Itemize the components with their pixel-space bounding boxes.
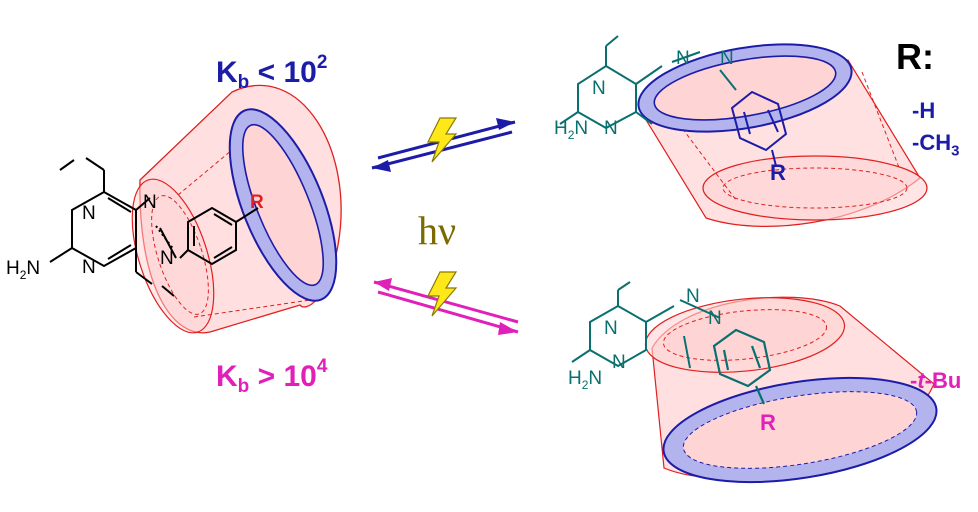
k-exponent: 4 xyxy=(316,356,328,377)
reverse-arrow-head xyxy=(372,160,391,172)
upper-right-molecule xyxy=(559,35,737,130)
substituent-heading: R: xyxy=(896,36,934,77)
lower-equilibrium-arrows xyxy=(373,278,519,335)
k-relation: > xyxy=(257,360,276,393)
left-r-label: R xyxy=(250,192,264,213)
cd-bottom-rim xyxy=(702,155,928,221)
k-relation: < xyxy=(257,56,276,89)
k-base: 10 xyxy=(283,360,317,393)
lower-right-r-label: R xyxy=(760,410,776,435)
lower-right-cyclodextrin xyxy=(644,296,938,484)
upper-right-r-label: R xyxy=(770,160,786,185)
upper-right-cyclodextrin xyxy=(637,43,928,227)
substituent-methyl: -CH3 xyxy=(912,130,960,160)
k-exponent: 2 xyxy=(316,52,328,73)
left-azo-molecule xyxy=(49,157,259,297)
k-subscript: b xyxy=(237,376,250,397)
lower-right-phenyl xyxy=(712,328,772,405)
lower-right-molecule xyxy=(571,281,721,369)
azo-n2: N xyxy=(160,248,174,269)
upper-binding-constant: Kb < 102 xyxy=(216,52,327,94)
substituent-tert-butyl: -t-Bu xyxy=(910,368,962,393)
cd-inner-dashed xyxy=(151,195,209,315)
ring-n-top: N xyxy=(82,203,96,224)
light-label: hν xyxy=(418,208,457,253)
forward-arrow-head xyxy=(496,118,515,130)
k-base: 10 xyxy=(283,56,317,89)
amine-group-upper: H2N xyxy=(554,118,589,142)
substituent-h: -H xyxy=(912,98,936,123)
amine-group: H2N xyxy=(6,258,41,282)
cd-narrow-rim xyxy=(131,178,215,334)
k-symbol: K xyxy=(216,56,238,89)
upper-right-phenyl xyxy=(730,90,788,167)
k-symbol: K xyxy=(216,360,238,393)
ring-n-bottom: N xyxy=(82,257,96,278)
azo-n1: N xyxy=(143,192,157,213)
left-cyclodextrin xyxy=(131,84,342,334)
amine-group-lower: H2N xyxy=(568,368,603,392)
lower-binding-constant: Kb > 104 xyxy=(216,356,327,398)
k-subscript: b xyxy=(237,72,250,93)
